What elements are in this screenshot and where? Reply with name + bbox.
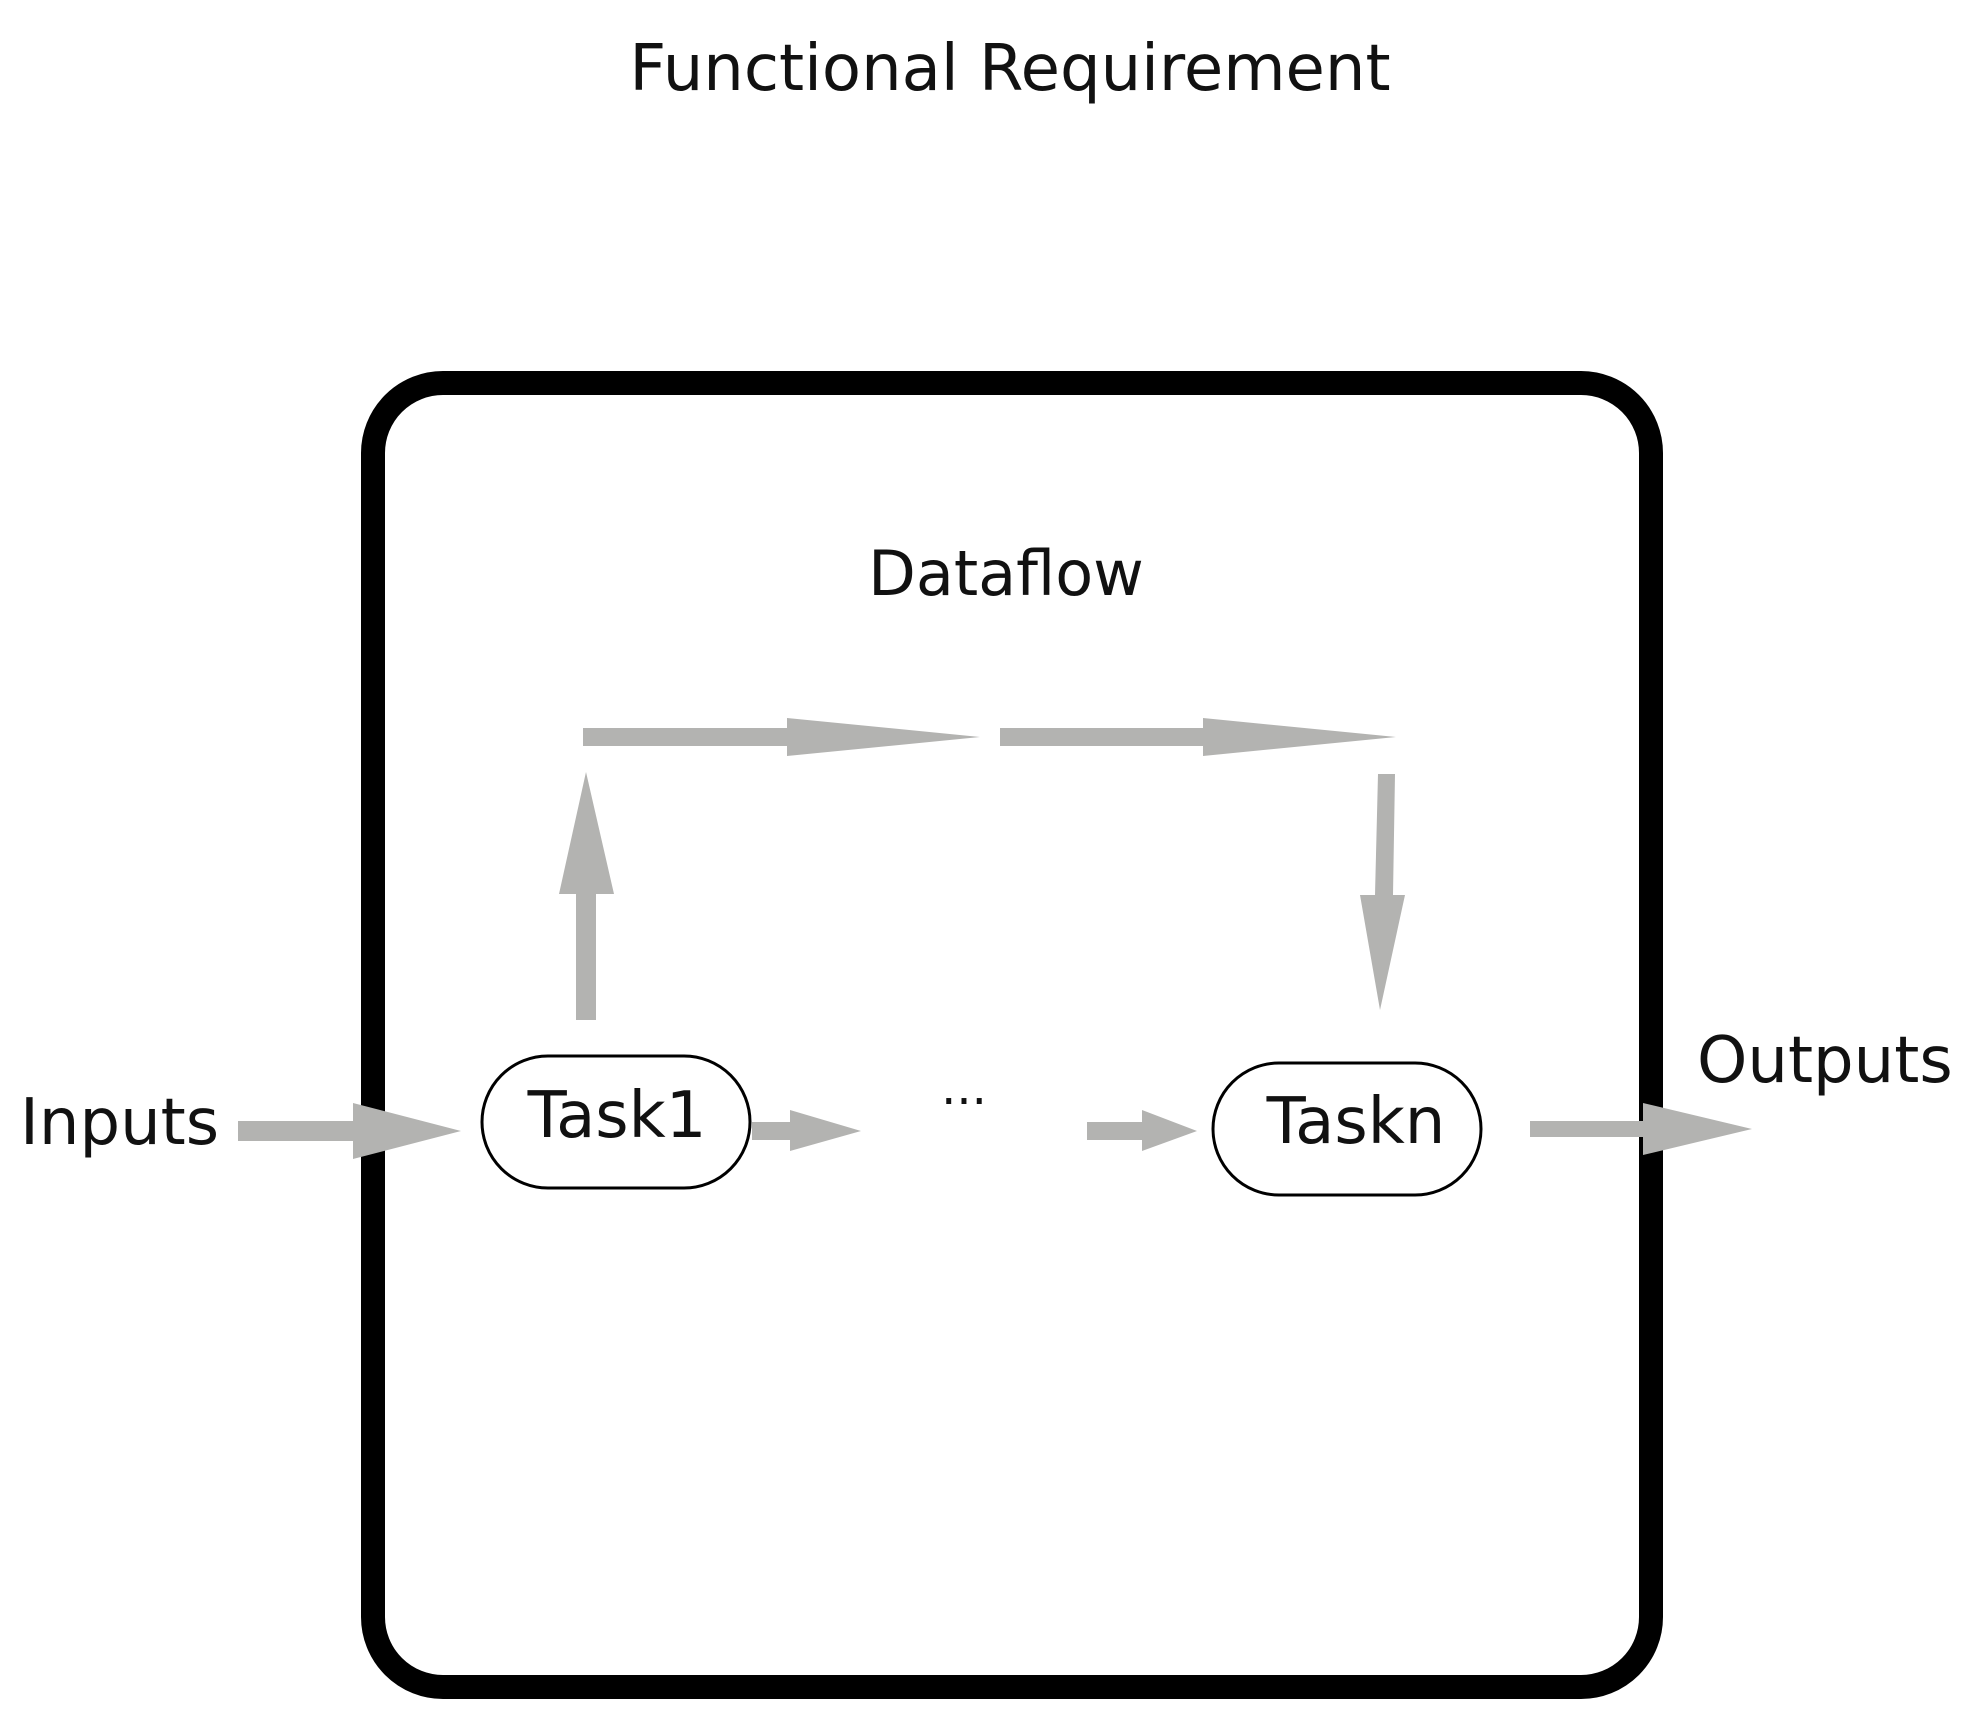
ellipsis-to-taskn-arrow: [1087, 1110, 1197, 1151]
dataflow-label: Dataflow: [868, 537, 1144, 610]
task-node-first-label: Task1: [527, 1079, 707, 1153]
inputs-arrow: [238, 1103, 461, 1159]
task-node-last: Taskn: [1211, 1061, 1483, 1197]
task-node-last-shape: [1211, 1061, 1483, 1197]
outputs-label: Outputs: [1697, 1024, 1953, 1098]
downward-arrow: [1360, 774, 1405, 1010]
task-node-last-label: Taskn: [1266, 1085, 1446, 1159]
top-arrow-first: [583, 718, 980, 756]
dataflow-container: [361, 371, 1663, 1699]
task-node-first: Task1: [480, 1054, 752, 1190]
upward-arrow: [559, 772, 614, 1020]
outputs-arrow: [1530, 1103, 1752, 1155]
dataflow-arrows: [238, 718, 1752, 1159]
ellipsis: ···: [941, 1074, 987, 1130]
top-arrow-second: [1000, 718, 1396, 756]
diagram-title: Functional Requirement: [629, 32, 1390, 106]
inputs-label: Inputs: [20, 1086, 219, 1160]
task-node-first-shape: [480, 1054, 752, 1190]
task1-to-ellipsis-arrow: [752, 1110, 861, 1151]
